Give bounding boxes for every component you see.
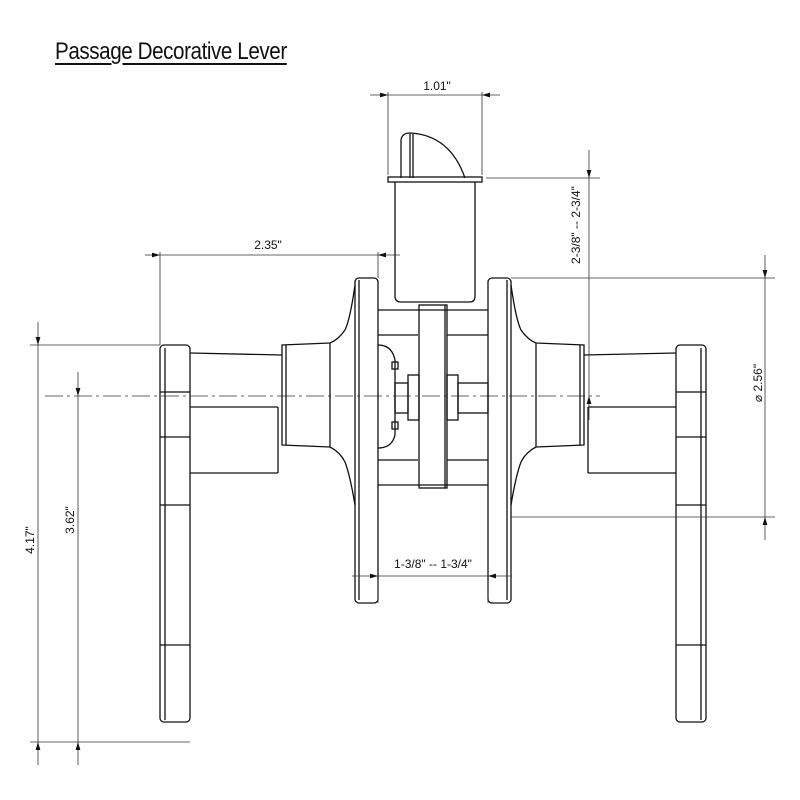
left-rose: [281, 277, 379, 604]
dimension-3-62: 3.62": [63, 372, 81, 765]
dimension-rose-diameter: ⌀ 2.56": [511, 255, 775, 540]
dim-latch-width: 1.01": [423, 79, 451, 93]
dimension-1-01: 1.01": [370, 79, 500, 175]
dimension-2-35: 2.35": [145, 238, 400, 345]
dim-lever-height: 4.17": [23, 526, 37, 554]
chassis: [377, 304, 489, 489]
left-lever: [159, 344, 283, 723]
right-rose: [487, 277, 585, 604]
dim-rose-diameter: ⌀ 2.56": [751, 364, 765, 402]
dim-door-thickness: 1-3/8" -- 1-3/4": [394, 557, 472, 571]
dim-backset-lever: 2.35": [254, 238, 282, 252]
drawing-title: Passage Decorative Lever: [55, 38, 287, 65]
latch-assembly: [387, 132, 483, 303]
dimension-backset: 2-3/8" -- 2-3/4": [486, 150, 600, 420]
dim-backset: 2-3/8" -- 2-3/4": [569, 186, 583, 264]
dim-lever-center: 3.62": [63, 506, 77, 534]
dimension-door-thickness: 1-3/8" -- 1-3/4": [352, 557, 512, 603]
dimension-4-17: 4.17": [23, 322, 190, 765]
right-lever: [583, 344, 707, 723]
